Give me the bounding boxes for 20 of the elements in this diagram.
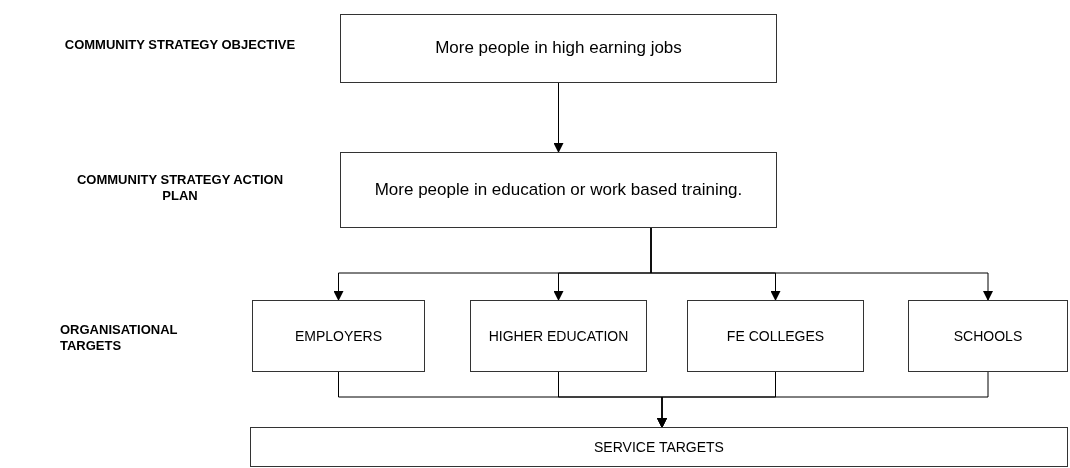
process-box <box>252 300 425 372</box>
arrow <box>650 227 993 301</box>
process-box <box>340 14 777 83</box>
level-label: ORGANISATIONAL TARGETS <box>60 322 179 355</box>
process-box <box>687 300 864 372</box>
box-text: FE COLLEGES <box>726 327 825 345</box>
box-text: SERVICE TARGETS <box>594 438 724 456</box>
box-text: More people in high earning jobs <box>435 38 682 59</box>
arrow <box>657 371 989 428</box>
box-text: HIGHER EDUCATION <box>488 327 629 345</box>
process-box <box>908 300 1068 372</box>
process-box <box>250 427 1068 467</box>
arrow <box>553 82 564 153</box>
box-text: SCHOOLS <box>953 327 1023 345</box>
process-box <box>470 300 647 372</box>
process-box <box>340 152 777 228</box>
box-text: EMPLOYERS <box>294 327 383 345</box>
box-text: More people in education or work based training. <box>374 179 743 201</box>
level-label: COMMUNITY STRATEGY OBJECTIVE <box>63 37 297 54</box>
level-label: COMMUNITY STRATEGY ACTION PLAN <box>75 172 285 205</box>
